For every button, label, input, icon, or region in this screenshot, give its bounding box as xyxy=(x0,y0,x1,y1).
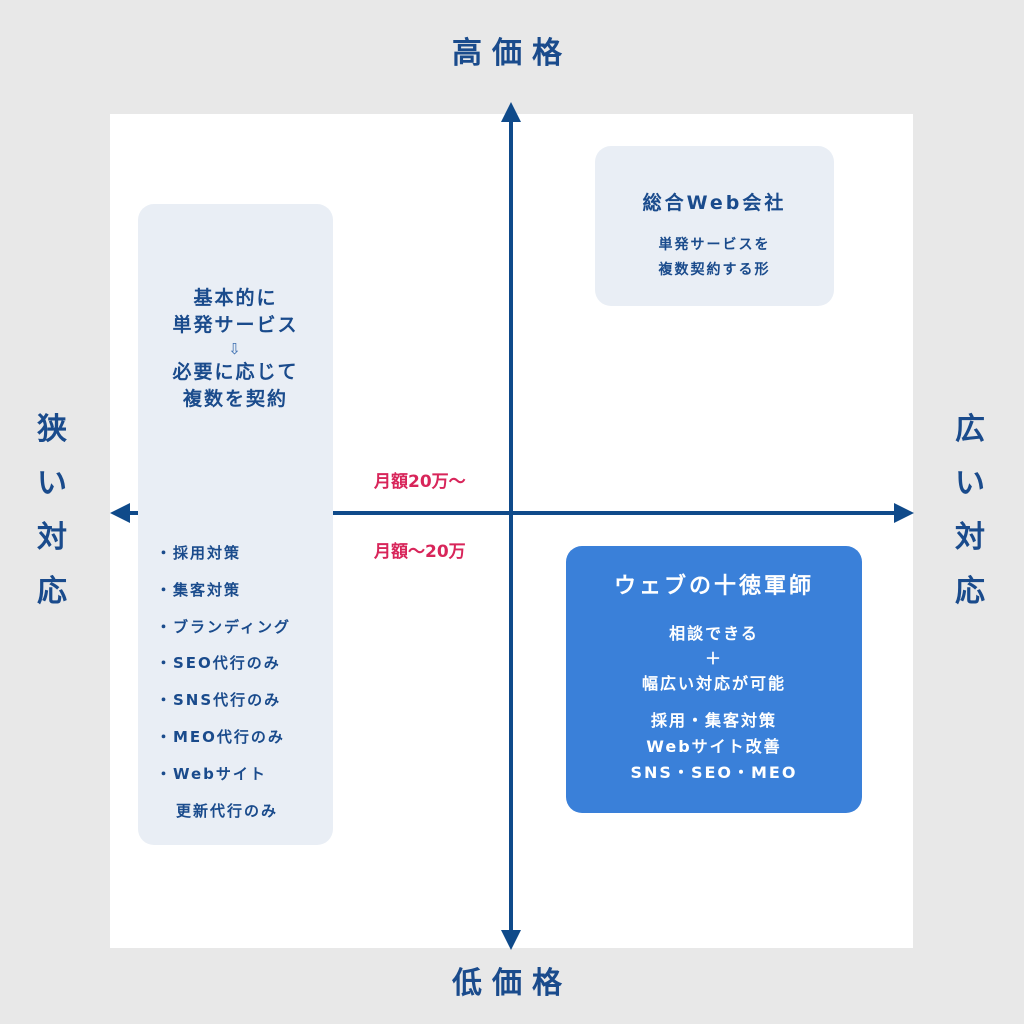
heading-line: 単発サービス xyxy=(172,314,299,336)
right-arrow-icon xyxy=(894,503,914,523)
heading-line: 複数を契約 xyxy=(182,388,288,410)
axis-label-high-price: 高価格 xyxy=(452,36,572,71)
general-web-company-title: 総合Web会社 xyxy=(642,192,787,214)
axis-label-narrow-support: 狭い対応 xyxy=(37,412,67,609)
general-web-company-box xyxy=(595,146,834,306)
summary-line: 相談できる xyxy=(669,624,759,643)
list-item: ・採用対策 xyxy=(156,544,242,562)
left-arrow-icon xyxy=(110,503,130,523)
service-line: Webサイト改善 xyxy=(646,737,782,756)
axis-label-wide-support: 広い対応 xyxy=(955,412,985,609)
narrow-support-box xyxy=(138,204,333,845)
price-threshold-below: 月額〜20万 xyxy=(374,542,466,562)
summary-line: 幅広い対応が可能 xyxy=(641,674,786,693)
down-outline-arrow-icon: ⇩ xyxy=(228,340,243,358)
narrow-support-heading: 基本的に 単発サービス ⇩ 必要に応じて 複数を契約 xyxy=(138,285,333,413)
down-arrow-icon xyxy=(501,930,521,950)
featured-service-list: 採用・集客対策 Webサイト改善 SNS・SEO・MEO xyxy=(566,708,862,786)
plus-icon: ＋ xyxy=(704,649,723,668)
narrow-service-list: ・採用対策 ・集客対策 ・ブランディング ・SEO代行のみ ・SNS代行のみ ・… xyxy=(156,535,291,829)
service-line: 採用・集客対策 xyxy=(650,711,777,730)
featured-service-title: ウェブの十徳軍師 xyxy=(613,574,814,599)
axis-label-low-price: 低価格 xyxy=(452,966,572,1001)
list-item: 更新代行のみ xyxy=(176,801,279,820)
heading-line: 必要に応じて xyxy=(172,361,299,383)
list-item: ・集客対策 xyxy=(156,580,242,599)
price-threshold-above: 月額20万〜 xyxy=(374,472,466,492)
list-item: ・Webサイト xyxy=(156,764,267,783)
description-line: 複数契約する形 xyxy=(658,262,771,278)
featured-service-summary: 相談できる ＋ 幅広い対応が可能 xyxy=(566,621,862,696)
featured-service-box xyxy=(566,546,862,813)
general-web-company-description: 単発サービスを 複数契約する形 xyxy=(595,233,834,283)
service-line: SNS・SEO・MEO xyxy=(630,763,798,782)
list-item: ・MEO代行のみ xyxy=(156,727,285,746)
list-item: ・SEO代行のみ xyxy=(156,654,281,673)
heading-line: 基本的に xyxy=(193,287,278,309)
list-item: ・ブランディング xyxy=(156,617,291,636)
list-item: ・SNS代行のみ xyxy=(156,691,282,710)
up-arrow-icon xyxy=(501,102,521,122)
description-line: 単発サービスを xyxy=(658,237,771,253)
